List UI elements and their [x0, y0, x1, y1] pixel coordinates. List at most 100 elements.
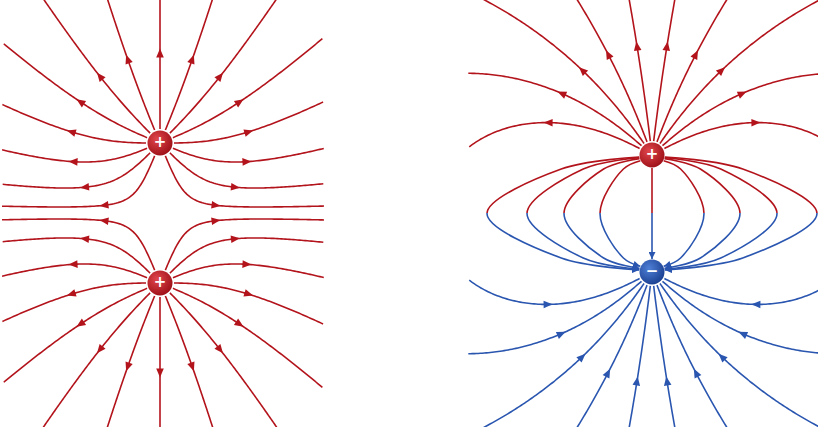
field-line-connector — [527, 158, 639, 270]
field-arrowhead — [76, 319, 86, 327]
field-line — [3, 153, 150, 188]
field-arrowhead — [579, 67, 588, 76]
field-line — [165, 219, 324, 270]
field-line-connector — [651, 168, 653, 259]
charge-disc — [148, 131, 173, 156]
field-arrowhead — [719, 354, 728, 363]
field-line — [42, 293, 150, 427]
field-arrowhead — [664, 377, 672, 386]
field-arrowhead — [80, 183, 89, 191]
field-line — [664, 123, 818, 149]
field-arrowhead — [67, 289, 77, 296]
field-line — [468, 281, 641, 353]
field-arrowhead — [633, 377, 641, 386]
charge-disc — [640, 143, 665, 168]
field-arrowhead — [663, 42, 671, 51]
field-arrowhead — [603, 369, 611, 379]
field-line — [575, 285, 647, 427]
field-line-connector — [600, 161, 640, 267]
charge-disc — [148, 271, 173, 296]
field-line — [174, 102, 323, 143]
field-line — [3, 238, 150, 273]
field-line — [165, 0, 213, 130]
field-line — [480, 0, 644, 143]
field-arrowhead — [694, 369, 702, 379]
field-line — [4, 288, 147, 382]
field-arrowhead — [99, 201, 108, 209]
field-arrowhead — [544, 301, 553, 309]
field-arrowhead — [690, 50, 698, 60]
field-line — [2, 156, 155, 207]
field-arrowhead — [634, 42, 642, 51]
field-line — [107, 296, 155, 427]
field-arrowhead — [242, 158, 251, 166]
field-line — [480, 284, 644, 427]
field-line — [165, 296, 213, 427]
field-line — [468, 73, 641, 145]
field-arrowhead — [544, 119, 553, 127]
field-arrowhead — [214, 344, 223, 353]
field-arrowhead — [97, 344, 106, 353]
point-charge: + — [147, 270, 173, 296]
field-line — [660, 0, 818, 143]
field-arrowhead — [737, 92, 747, 99]
field-arrowhead — [156, 369, 164, 378]
field-arrowhead — [211, 217, 220, 225]
field-arrowhead — [751, 119, 760, 127]
field-line-connector — [487, 157, 639, 270]
field-arrowhead — [97, 73, 106, 82]
point-charge: + — [147, 130, 173, 156]
field-line — [159, 0, 161, 129]
field-line — [42, 0, 150, 133]
field-line-connector — [564, 159, 640, 269]
charge-sign: + — [639, 142, 665, 168]
field-line — [664, 279, 818, 305]
field-arrowhead — [80, 235, 89, 243]
field-line — [660, 284, 818, 427]
field-line — [170, 153, 323, 188]
field-arrowhead — [606, 50, 614, 60]
charge-disc — [640, 260, 665, 285]
charge-sign: + — [147, 130, 173, 156]
field-line — [662, 281, 818, 353]
field-line — [159, 297, 161, 427]
field-line — [107, 0, 155, 130]
field-arrowhead — [243, 289, 253, 296]
field-line — [662, 74, 818, 146]
field-arrowhead — [716, 67, 725, 76]
field-line — [173, 148, 324, 162]
field-arrowhead — [231, 183, 240, 191]
field-line — [629, 286, 651, 427]
field-line — [165, 156, 324, 207]
field-arrowhead — [69, 158, 78, 166]
field-line-connector — [665, 158, 777, 270]
field-line — [170, 0, 278, 133]
field-line — [4, 44, 147, 138]
field-line-connector — [665, 157, 817, 270]
field-arrowhead — [214, 73, 223, 82]
field-arrowhead — [187, 55, 194, 65]
field-arrowhead — [242, 260, 251, 268]
field-line — [469, 123, 639, 149]
field-line — [2, 219, 155, 270]
field-arrowhead — [126, 361, 133, 371]
field-arrowhead — [211, 201, 220, 209]
field-line — [629, 0, 651, 141]
field-line — [174, 283, 323, 324]
field-arrowhead — [76, 99, 86, 107]
field-arrowhead — [126, 55, 133, 65]
charge-sign: + — [147, 270, 173, 296]
field-arrowhead — [231, 235, 240, 243]
field-line — [2, 105, 146, 143]
field-arrowhead — [67, 129, 77, 136]
field-arrowhead — [234, 319, 244, 327]
field-line — [575, 0, 647, 142]
field-line-connector — [664, 161, 704, 267]
field-line — [173, 264, 324, 278]
field-arrowhead — [99, 217, 108, 225]
field-line — [654, 286, 676, 427]
